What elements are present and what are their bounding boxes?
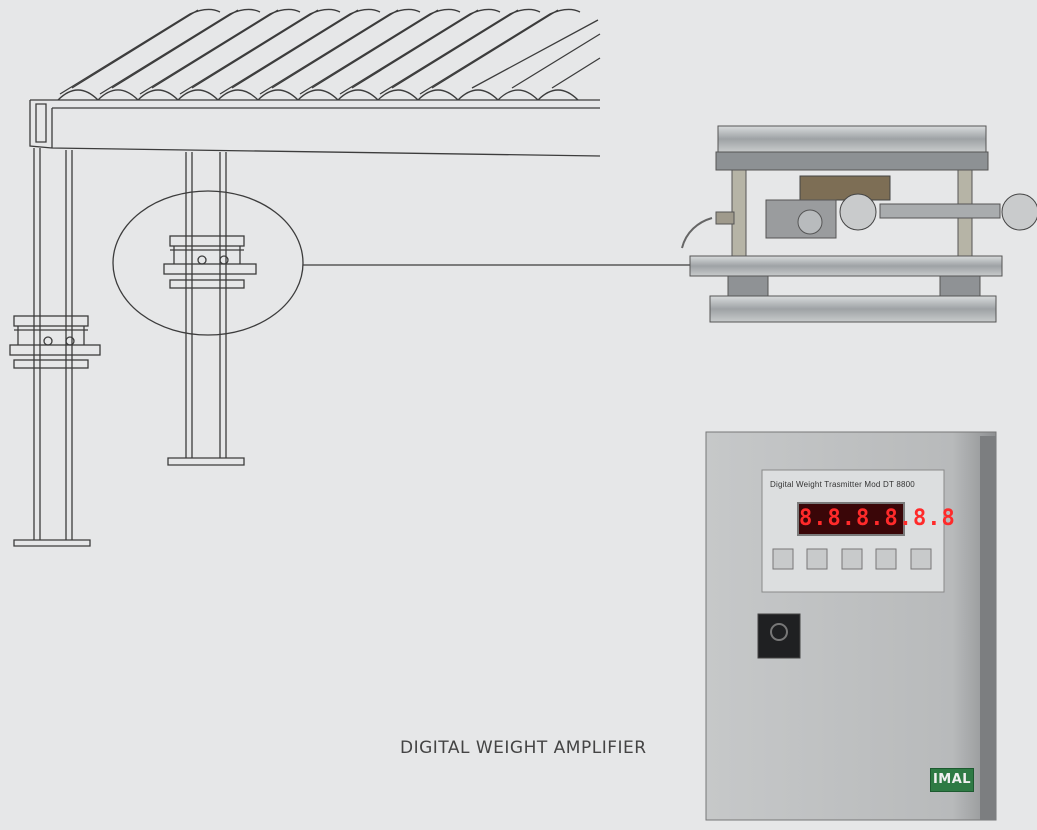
weigh-module-photo <box>681 125 1037 323</box>
imal-logo: IMAL <box>930 768 974 792</box>
left-weigh-module <box>9 315 101 369</box>
detail-callout-circle <box>112 190 304 336</box>
amplifier-buttons <box>772 548 932 570</box>
left-leg <box>13 148 91 547</box>
conveyor-beam <box>29 99 601 157</box>
amplifier-panel-title: Digital Weight Trasmitter Mod DT 8800 <box>770 480 915 489</box>
amplifier-caption: DIGITAL WEIGHT AMPLIFIER <box>400 738 647 758</box>
weight-display: 8.8.8.8.8.8 <box>797 502 955 536</box>
amplifier-enclosure <box>705 431 997 821</box>
right-weigh-module <box>163 235 257 289</box>
conveyor-rollers <box>57 8 601 101</box>
power-switch <box>757 613 801 659</box>
conveyor-drawing <box>9 8 692 547</box>
right-leg <box>167 152 245 466</box>
